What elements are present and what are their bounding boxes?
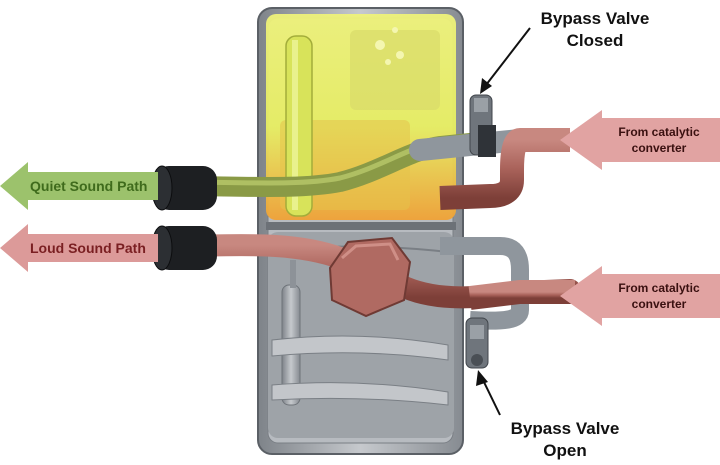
exhaust-tip-bottom — [151, 225, 217, 271]
loud-sound-path-label: Loud Sound Path — [30, 240, 146, 256]
bypass-valve-bottom — [465, 317, 489, 369]
bottom-inlet-pipe — [468, 280, 575, 310]
bypass-valve-open-line1: Bypass Valve — [510, 419, 620, 438]
bypass-valve-open-line2: Open — [543, 441, 587, 460]
bypass-valve-closed-line1: Bypass Valve — [540, 9, 650, 28]
loud-path-resonator — [328, 236, 412, 318]
inlet-arrow-bottom — [560, 266, 720, 326]
bypass-valve-closed-line2: Closed — [566, 31, 624, 50]
bypass-valve-open-label: Bypass Valve Open — [505, 418, 625, 462]
from-cat-top-line2: converter — [631, 141, 687, 155]
inlet-arrow-top — [560, 110, 720, 170]
quiet-sound-path-arrow — [0, 162, 158, 210]
from-cat-bottom-line1: From catalytic — [618, 281, 700, 295]
from-cat-top-line1: From catalytic — [618, 125, 700, 139]
loud-sound-path-arrow — [0, 224, 158, 272]
callout-arrow-open — [476, 370, 501, 416]
from-cat-bottom-line2: converter — [631, 297, 687, 311]
upper-chamber — [266, 14, 456, 220]
from-catalytic-converter-top-label: From catalytic converter — [600, 124, 718, 156]
bypass-valve-closed-label: Bypass Valve Closed — [535, 8, 655, 52]
callout-arrow-closed — [480, 27, 531, 94]
bypass-valve-top — [469, 94, 496, 157]
quiet-sound-path-label: Quiet Sound Path — [30, 178, 148, 194]
exhaust-tip-top — [151, 165, 217, 211]
chamber-divider — [266, 222, 456, 230]
lower-steel-pipe — [440, 237, 529, 330]
from-catalytic-converter-bottom-label: From catalytic converter — [600, 280, 718, 312]
